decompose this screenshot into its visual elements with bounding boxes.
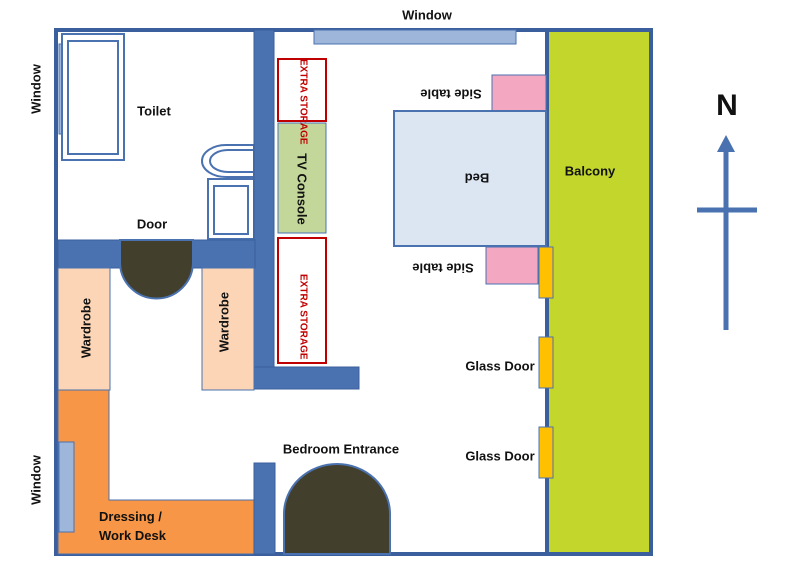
glass-door-1-label: Glass Door bbox=[465, 358, 535, 374]
extra-storage-bottom-label: EXTRA STORAGE bbox=[297, 274, 308, 360]
glass-door-2-label: Glass Door bbox=[465, 448, 535, 464]
side-table-top-label: Side table bbox=[420, 86, 482, 102]
window-left-bottom-frame bbox=[58, 441, 75, 533]
bedroom-door-swing bbox=[283, 463, 391, 555]
wardrobe-right bbox=[201, 267, 255, 391]
window-top-label: Window bbox=[402, 7, 452, 23]
interior-wall-stub bbox=[253, 366, 360, 390]
toilet-seat bbox=[209, 149, 255, 173]
bed bbox=[393, 110, 547, 247]
window-top bbox=[313, 29, 517, 45]
extra-storage-top-text: EXTRA STORAGE bbox=[297, 59, 309, 145]
toilet-label: Toilet bbox=[137, 103, 171, 119]
side-table-top bbox=[491, 74, 547, 112]
bathtub-inner bbox=[67, 40, 119, 155]
balcony-label: Balcony bbox=[564, 163, 616, 179]
balcony bbox=[547, 30, 651, 554]
tv-console bbox=[277, 122, 327, 234]
extra-storage-top-label: EXTRA STORAGE bbox=[297, 59, 308, 145]
side-table-bottom-label: Side table bbox=[412, 260, 474, 276]
glass-door-top bbox=[538, 246, 554, 299]
dressing-label-line2: Work Desk bbox=[99, 528, 166, 543]
entrance-wall bbox=[253, 462, 276, 555]
interior-wall-vertical bbox=[253, 29, 275, 371]
bathroom-wall-right bbox=[192, 239, 256, 269]
bed-label: Bed bbox=[464, 170, 490, 186]
extra-storage-bottom-text: EXTRA STORAGE bbox=[297, 274, 309, 360]
dressing-label-line1: Dressing / bbox=[99, 509, 162, 524]
wardrobe-left-label: Wardrobe bbox=[78, 297, 94, 359]
glass-door-middle bbox=[538, 336, 554, 389]
compass-arrowhead bbox=[717, 135, 735, 152]
sink-inner bbox=[213, 185, 249, 235]
window-left-bottom-label: Window bbox=[28, 455, 44, 505]
window-left-top-label: Window bbox=[28, 64, 44, 114]
side-table-bottom bbox=[485, 246, 539, 285]
glass-door-bottom bbox=[538, 426, 554, 479]
north-label: N bbox=[716, 89, 738, 122]
bathroom-wall-left bbox=[57, 239, 121, 269]
bedroom-entrance-label: Bedroom Entrance bbox=[282, 441, 400, 457]
extra-storage-bottom bbox=[277, 237, 327, 364]
extra-storage-top bbox=[277, 58, 327, 122]
bathroom-door-swing bbox=[119, 239, 194, 300]
wardrobe-left bbox=[57, 267, 111, 391]
door-label: Door bbox=[136, 216, 168, 232]
tv-console-label: TV Console bbox=[294, 153, 310, 225]
wardrobe-right-label: Wardrobe bbox=[216, 291, 232, 353]
